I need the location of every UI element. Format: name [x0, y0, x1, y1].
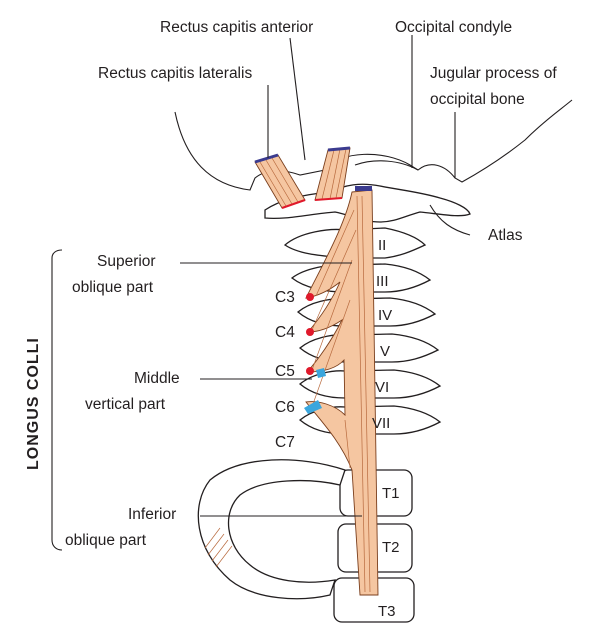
- rectus-capitis-lateralis-muscle: [255, 155, 305, 208]
- label-atlas: Atlas: [488, 227, 523, 244]
- origin-label-c5: C5: [275, 363, 295, 380]
- label-rectus-capitis-anterior: Rectus capitis anterior: [160, 19, 313, 36]
- first-rib: [198, 460, 345, 599]
- label-middle-vertical-line1: Middle: [134, 370, 180, 387]
- label-superior-oblique-line1: Superior: [97, 253, 156, 270]
- vertebra-label-t2: T2: [382, 539, 400, 556]
- origin-label-c6: C6: [275, 399, 295, 416]
- label-occipital-condyle: Occipital condyle: [395, 19, 512, 36]
- label-inferior-oblique-line2: oblique part: [65, 532, 147, 549]
- vertebra-label-iii: III: [376, 273, 389, 290]
- origin-label-c7: C7: [275, 434, 295, 451]
- vertebra-label-vi: VI: [375, 379, 389, 396]
- skull-base-outline: [175, 100, 572, 190]
- origin-label-c3: C3: [275, 289, 295, 306]
- vertebra-label-t3: T3: [378, 603, 396, 620]
- vertebra-label-iv: IV: [378, 307, 392, 324]
- vertebra-label-ii: II: [378, 237, 386, 254]
- origin-label-c4: C4: [275, 324, 295, 341]
- label-inferior-oblique-line1: Inferior: [128, 506, 176, 523]
- vertebra-label-t1: T1: [382, 485, 400, 502]
- label-middle-vertical-line2: vertical part: [85, 396, 166, 413]
- label-longus-colli: LONGUS COLLI: [25, 337, 42, 470]
- label-jugular-process-line2: occipital bone: [430, 91, 525, 108]
- vertebra-label-v: V: [380, 343, 390, 360]
- insertion-band-atlas: [355, 186, 372, 191]
- label-rectus-capitis-lateralis: Rectus capitis lateralis: [98, 65, 252, 82]
- vertebra-label-vii: VII: [372, 415, 390, 432]
- label-superior-oblique-line2: oblique part: [72, 279, 154, 296]
- label-jugular-process-line1: Jugular process of: [430, 65, 557, 82]
